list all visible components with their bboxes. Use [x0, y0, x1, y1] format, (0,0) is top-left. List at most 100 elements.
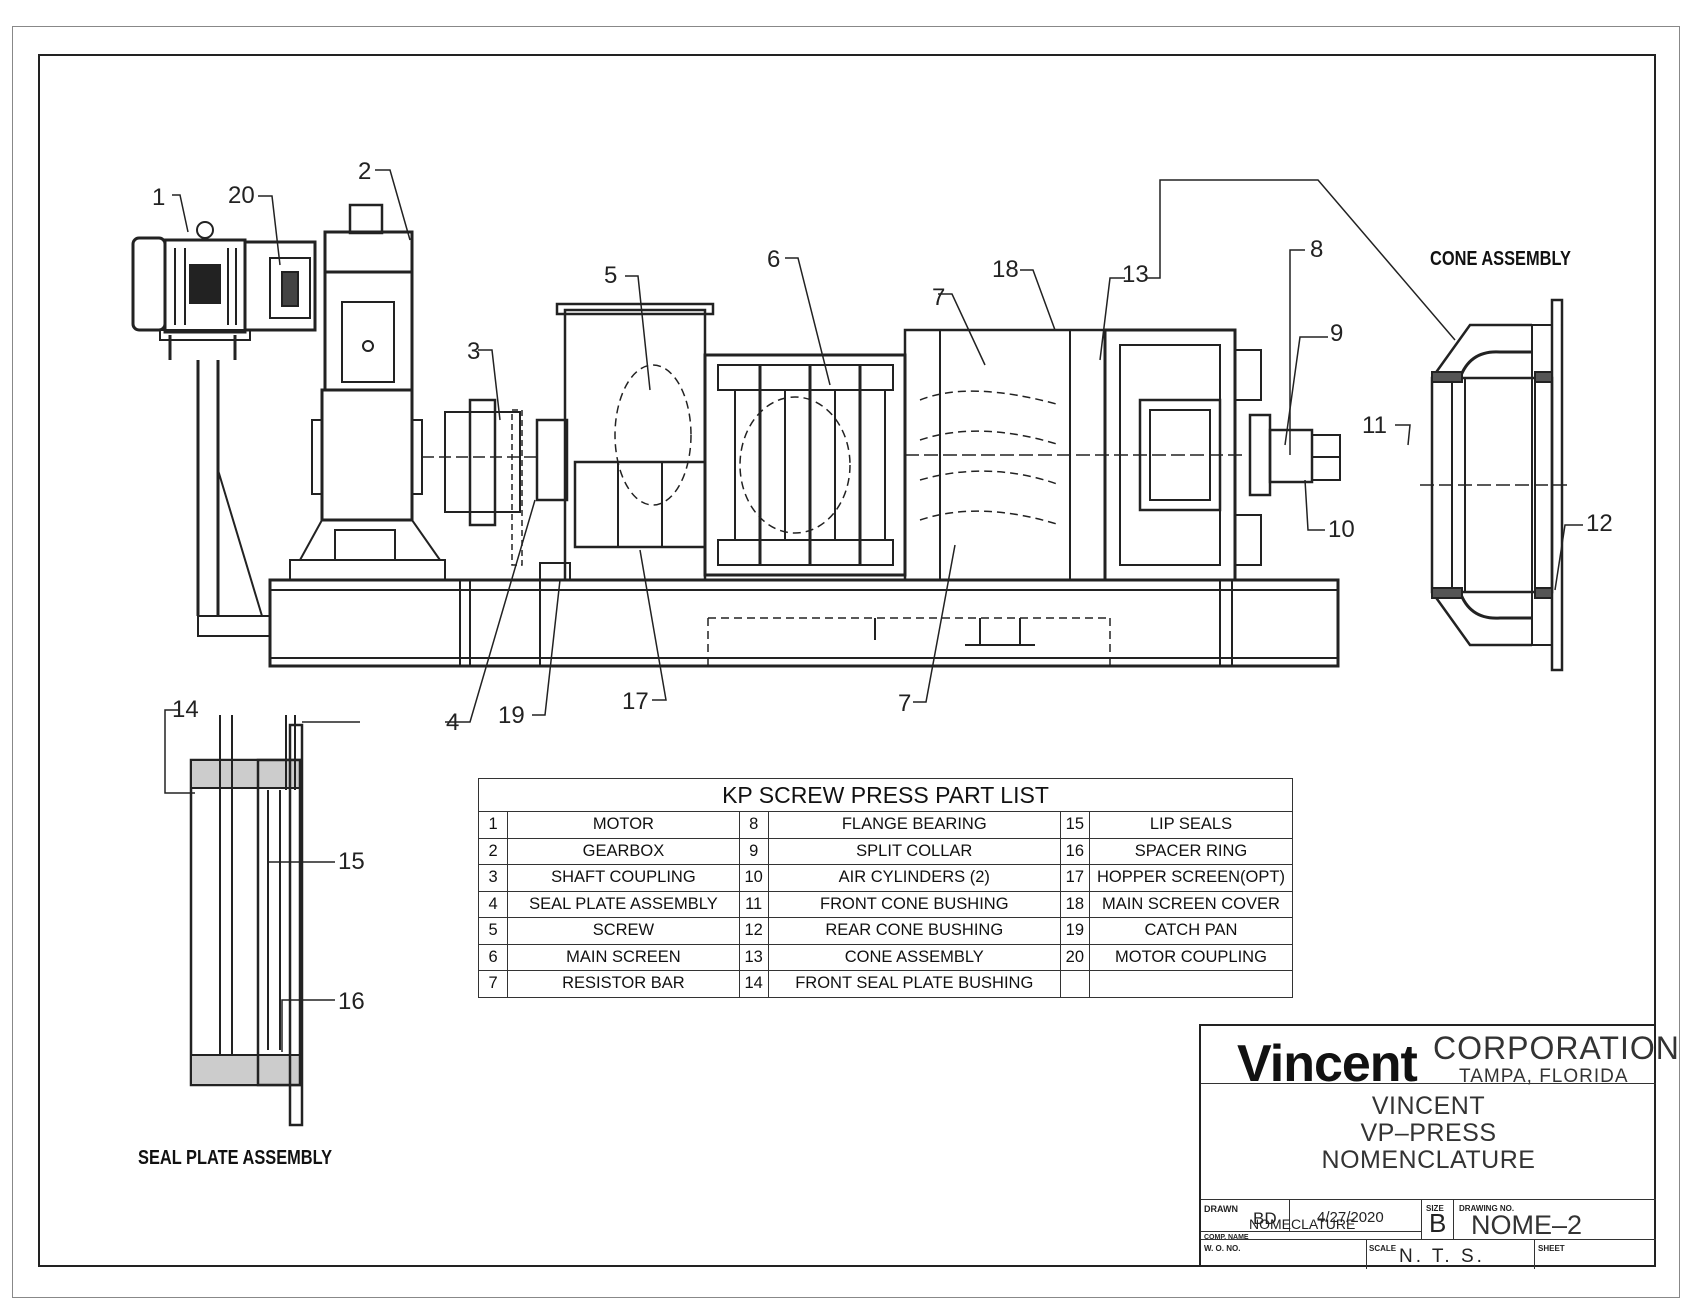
- part-number: 17: [1059, 864, 1090, 892]
- callout-10: 10: [1328, 516, 1355, 543]
- part-name: SHAFT COUPLING: [507, 864, 740, 892]
- size-value: B: [1429, 1208, 1447, 1238]
- part-name: MOTOR: [507, 811, 740, 839]
- drawing-title-line-2: VP–PRESS: [1360, 1119, 1497, 1147]
- comp-name-label: COMP. NAME: [1204, 1234, 1249, 1241]
- part-name: FRONT SEAL PLATE BUSHING: [767, 970, 1061, 998]
- title-block-title-row: VINCENT VP–PRESS NOMENCLATURE: [1201, 1084, 1656, 1200]
- part-number: 2: [477, 837, 509, 865]
- callout-12: 12: [1586, 510, 1613, 537]
- part-name: RESISTOR BAR: [507, 970, 740, 998]
- drawn-value: BD: [1253, 1209, 1277, 1228]
- comp-name-value: NOMECLATURE: [1249, 1216, 1356, 1232]
- part-name: SCREW: [507, 917, 740, 945]
- hopper: [535, 302, 715, 582]
- part-number: 18: [1059, 890, 1090, 918]
- part-name: LIP SEALS: [1088, 811, 1294, 839]
- part-number: 12: [738, 917, 769, 945]
- callout-11: 11: [1362, 412, 1387, 439]
- part-number: 15: [1059, 811, 1090, 839]
- part-number: 1: [477, 811, 509, 839]
- part-number: 8: [738, 811, 769, 839]
- title-block: Vincent CORPORATION TAMPA, FLORIDA VINCE…: [1199, 1024, 1679, 1269]
- company-logo: Vincent: [1237, 1035, 1418, 1093]
- part-name: FLANGE BEARING: [767, 811, 1061, 839]
- title-block-vline-scale: [1366, 1239, 1367, 1269]
- main-screen-cover: [903, 328, 1245, 582]
- main-screen: [703, 353, 907, 577]
- drawing-title-line-3: NOMENCLATURE: [1321, 1146, 1536, 1174]
- part-number: 4: [477, 890, 509, 918]
- callout-3: 3: [467, 338, 481, 365]
- part-name: AIR CYLINDERS (2): [767, 864, 1061, 892]
- seal-plate-assembly-detail: [189, 715, 304, 1127]
- cone-assembly-caption: CONE ASSEMBLY: [1430, 248, 1571, 270]
- part-name: CONE ASSEMBLY: [767, 943, 1061, 971]
- part-number: 7: [477, 970, 509, 998]
- part-name: FRONT CONE BUSHING: [767, 890, 1061, 918]
- cone-housing: [1103, 328, 1272, 582]
- callout-7-top: 7: [932, 284, 946, 311]
- callout-4: 4: [446, 709, 460, 736]
- flange-bearing: [1268, 428, 1341, 484]
- part-number: 6: [477, 943, 509, 971]
- part-number: 19: [1059, 917, 1090, 945]
- company-corporation: CORPORATION: [1433, 1030, 1680, 1066]
- part-number: 14: [738, 970, 769, 998]
- callout-9: 9: [1330, 320, 1344, 347]
- callout-6: 6: [767, 246, 781, 273]
- scale-label: SCALE: [1369, 1244, 1397, 1253]
- callout-13: 13: [1122, 261, 1149, 288]
- part-number: 11: [738, 890, 769, 918]
- title-block-divider: [1201, 1231, 1421, 1232]
- callout-14: 14: [172, 696, 199, 723]
- part-name: HOPPER SCREEN(OPT): [1088, 864, 1294, 892]
- shaft-coupling: [422, 398, 540, 566]
- title-block-divider-bottom: [1201, 1239, 1656, 1240]
- motor: [131, 221, 317, 360]
- callout-7-bottom: 7: [898, 690, 912, 717]
- part-name: GEARBOX: [507, 837, 740, 865]
- callout-15: 15: [338, 848, 365, 875]
- part-number: 10: [738, 864, 769, 892]
- part-number: 16: [1059, 837, 1090, 865]
- title-block-vline-sheet: [1534, 1239, 1535, 1269]
- callout-20: 20: [228, 182, 255, 209]
- part-number: [1059, 970, 1090, 998]
- part-name: SPACER RING: [1088, 837, 1294, 865]
- callout-17: 17: [622, 688, 649, 715]
- callout-2: 2: [358, 158, 372, 185]
- cone-assembly-detail: [1420, 298, 1570, 672]
- callout-16: 16: [338, 988, 365, 1015]
- drawing-no-value: NOME–2: [1471, 1210, 1583, 1240]
- part-name: SPLIT COLLAR: [767, 837, 1061, 865]
- title-block-vline-drawing-no: [1453, 1200, 1454, 1239]
- drawing-title-line-1: VINCENT: [1371, 1092, 1486, 1120]
- part-name: SEAL PLATE ASSEMBLY: [507, 890, 740, 918]
- drawn-label: DRAWN: [1204, 1204, 1238, 1214]
- callout-19: 19: [498, 702, 525, 729]
- wo-label: W. O. NO.: [1204, 1244, 1241, 1253]
- leader-lines: [164, 169, 1583, 1052]
- part-number: 13: [738, 943, 769, 971]
- callout-18: 18: [992, 256, 1019, 283]
- sheet-label: SHEET: [1538, 1244, 1565, 1253]
- drawn-date: 4/27/2020: [1317, 1209, 1384, 1226]
- part-name: CATCH PAN: [1088, 917, 1294, 945]
- callout-5: 5: [604, 262, 618, 289]
- drawing-no-label: DRAWING NO.: [1459, 1204, 1515, 1213]
- part-name: MOTOR COUPLING: [1088, 943, 1294, 971]
- part-name: MAIN SCREEN: [507, 943, 740, 971]
- gearbox: [289, 203, 446, 581]
- part-name: MAIN SCREEN COVER: [1088, 890, 1294, 918]
- part-name: [1088, 970, 1294, 998]
- title-block-company-row: Vincent CORPORATION TAMPA, FLORIDA: [1201, 1026, 1679, 1093]
- scale-value: N. T. S.: [1399, 1246, 1485, 1267]
- part-number: 3: [477, 864, 509, 892]
